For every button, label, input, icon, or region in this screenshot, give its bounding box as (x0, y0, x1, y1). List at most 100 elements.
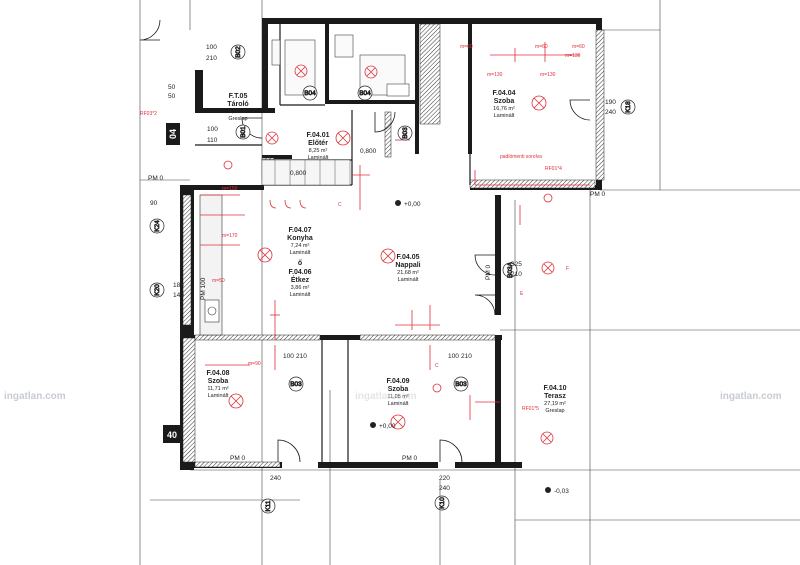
svg-text:m=50: m=50 (212, 278, 225, 284)
svg-text:padlómenti sorolva: padlómenti sorolva (500, 154, 542, 160)
light-icon (432, 383, 442, 393)
light-icon (541, 261, 555, 275)
svg-text:50: 50 (168, 84, 176, 91)
svg-text:m=60: m=60 (460, 44, 473, 50)
svg-text:m=130: m=130 (565, 53, 581, 59)
bathroom-fixtures (271, 34, 410, 97)
svg-text:m=170: m=170 (222, 233, 238, 239)
light-icon (335, 130, 351, 146)
svg-text:PM 0: PM 0 (148, 175, 164, 182)
svg-text:K10: K10 (439, 497, 446, 509)
room-code: F.04.08 (207, 370, 230, 377)
svg-text:50: 50 (168, 93, 176, 100)
room-floor: Greslap (228, 116, 247, 122)
svg-text:-0,03: -0,03 (554, 488, 569, 495)
svg-text:PM 100: PM 100 (200, 277, 207, 300)
light-icon (257, 247, 273, 263)
svg-text:240: 240 (270, 475, 281, 482)
terrace-floor (517, 200, 589, 468)
red-annotations: m=60 m=60 m=130 m=130 m=130 m=60 padlóme… (140, 44, 585, 412)
block-badges: 04 40 (163, 123, 181, 443)
svg-text:100: 100 (448, 353, 459, 360)
room-area: 16,76 m² (493, 106, 515, 112)
room-connector: ő (298, 260, 302, 267)
room-area: 11,71 m² (207, 386, 228, 392)
level-markers: +0,00 +0,00 -0,03 (370, 200, 569, 495)
room-code: F.04.04 (493, 90, 516, 97)
room-hall: F.04.01 Előtér 8,25 m² Laminált (307, 132, 330, 161)
svg-text:RF03*2: RF03*2 (140, 111, 157, 117)
watermark-right: ingatlan.com (720, 391, 782, 402)
element-tags: B02 B01 B04 B04 B03 B03 B03 K18 K24 K20 … (149, 44, 636, 514)
svg-text:C: C (338, 202, 342, 208)
svg-text:0,800: 0,800 (360, 148, 377, 155)
room-area: 3,86 m² (291, 285, 310, 291)
svg-text:B03A: B03A (507, 261, 514, 278)
svg-text:210: 210 (296, 353, 307, 360)
svg-text:F: F (566, 266, 569, 272)
svg-text:K24: K24 (154, 220, 161, 232)
tag-k18: K18 (620, 99, 636, 115)
room-area: 8,25 m² (309, 148, 328, 154)
tag-k11: K11 (260, 498, 276, 514)
room-code: F.04.07 (289, 227, 312, 234)
room-floor: Laminált (494, 113, 515, 119)
room-name: Szoba (494, 98, 515, 105)
svg-text:K20: K20 (154, 284, 161, 296)
room-name: Előtér (308, 140, 328, 147)
room-floor: Greslap (545, 408, 564, 414)
tag-b03b: B03 (288, 376, 304, 392)
svg-text:B03: B03 (290, 381, 302, 388)
room-code: F.04.09 (387, 378, 410, 385)
room-storage: F.T.05 Tároló 4,00 m² Greslap (227, 93, 248, 122)
tag-b01: B01 (235, 124, 251, 140)
tag-b03a-side: B03A (502, 261, 518, 278)
svg-text:B04: B04 (304, 90, 316, 97)
room-area: 11,05 m² (387, 394, 408, 400)
watermarks: ingatlan.com ingatlan.com ingatlan.com (4, 391, 782, 402)
room-s: F.04.09 Szoba 11,05 m² Laminált (387, 378, 410, 407)
room-name: Étkez (291, 275, 310, 284)
svg-text:K11: K11 (265, 500, 272, 511)
tag-b03a: B03 (397, 125, 413, 141)
room-dining: F.04.06 Étkez 3,86 m² Laminált (289, 269, 312, 298)
room-floor: Laminált (208, 393, 229, 399)
room-kitchen: F.04.07 Konyha 7,24 m² Laminált ő (287, 227, 313, 267)
tag-b04b: B04 (357, 85, 373, 101)
svg-text:RF01*5: RF01*5 (522, 406, 539, 412)
svg-text:+0,00: +0,00 (379, 423, 396, 430)
svg-text:m=130: m=130 (487, 72, 503, 78)
svg-text:m=150: m=150 (222, 186, 238, 192)
room-code: F.04.01 (307, 132, 330, 139)
svg-text:220: 220 (439, 475, 450, 482)
svg-text:PM 0: PM 0 (590, 191, 606, 198)
room-area: 21,68 m² (397, 270, 419, 276)
room-floor: Laminált (308, 155, 329, 161)
light-icon (228, 393, 244, 409)
svg-text:PM 0: PM 0 (402, 455, 418, 462)
svg-text:m=130: m=130 (540, 72, 556, 78)
svg-text:B03: B03 (402, 127, 409, 139)
svg-text:240: 240 (439, 485, 450, 492)
svg-text:190: 190 (605, 99, 616, 106)
hatched-walls (182, 23, 605, 468)
room-area: 4,00 m² (229, 109, 248, 115)
light-icon (540, 431, 554, 445)
room-floor: Laminált (388, 401, 409, 407)
room-sw: F.04.08 Szoba 11,71 m² Laminált (207, 370, 230, 399)
svg-text:C: C (435, 363, 439, 369)
light-icon (265, 131, 279, 145)
light-icon (390, 414, 406, 430)
tag-b03c: B03 (453, 376, 469, 392)
pm-labels: PM 0 PM 0 PM 0 PM 0 PM 100 PM 0 (148, 175, 606, 462)
svg-text:90: 90 (150, 200, 158, 207)
room-code: F.04.10 (544, 385, 567, 392)
svg-text:PM 0: PM 0 (230, 455, 246, 462)
level-marker: +0,00 (370, 422, 396, 430)
light-icon (543, 193, 553, 203)
level-marker: +0,00 (395, 200, 421, 208)
svg-text:K18: K18 (625, 101, 632, 113)
doors (139, 19, 591, 463)
svg-text:E: E (520, 291, 524, 297)
